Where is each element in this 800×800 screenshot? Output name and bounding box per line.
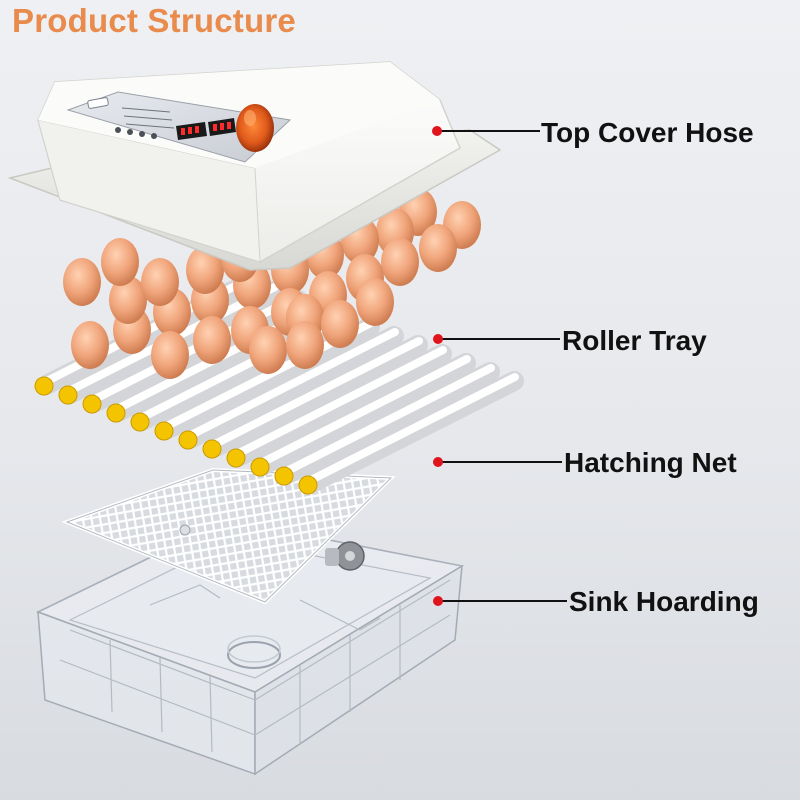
- hatching-net: [61, 467, 396, 605]
- roller-cap: [154, 421, 174, 441]
- roller: [250, 353, 476, 477]
- sink-hoarding-base: [35, 519, 465, 776]
- egg: [71, 321, 109, 369]
- egg: [321, 300, 359, 348]
- candling-egg-icon: [236, 104, 274, 152]
- page-title: Product Structure: [12, 2, 296, 39]
- roller-cap: [202, 439, 222, 459]
- egg: [193, 316, 231, 364]
- egg: [109, 276, 147, 324]
- label-hatching-net: Hatching Net: [564, 447, 737, 478]
- egg: [419, 224, 457, 272]
- roller-cap: [34, 376, 54, 396]
- roller-cap: [178, 430, 198, 450]
- egg: [286, 321, 324, 369]
- roller-cap: [130, 412, 150, 432]
- marker-roller-tray-dot: [433, 334, 443, 344]
- roller-cap: [106, 403, 126, 423]
- egg-group: [63, 188, 481, 379]
- marker-top-cover-dot: [432, 126, 442, 136]
- egg: [141, 258, 179, 306]
- egg: [249, 326, 287, 374]
- marker-hatching-net-dot: [433, 457, 443, 467]
- egg: [186, 246, 224, 294]
- roller-cap: [298, 475, 318, 495]
- roller-cap: [82, 394, 102, 414]
- egg: [101, 238, 139, 286]
- egg: [381, 238, 419, 286]
- egg: [63, 258, 101, 306]
- roller: [178, 326, 404, 450]
- roller-cap: [274, 466, 294, 486]
- label-sink-hoarding: Sink Hoarding: [569, 586, 759, 617]
- label-roller-tray: Roller Tray: [562, 325, 707, 356]
- roller-cap: [250, 457, 270, 477]
- marker-sink-hoarding-dot: [433, 596, 443, 606]
- egg: [356, 278, 394, 326]
- egg: [151, 331, 189, 379]
- roller-cap: [58, 385, 78, 405]
- roller: [202, 335, 428, 459]
- roller: [298, 371, 524, 495]
- roller-cap: [226, 448, 246, 468]
- roller: [274, 362, 500, 486]
- callout-markers: [437, 130, 567, 602]
- roller: [226, 344, 452, 468]
- top-cover: [7, 61, 502, 271]
- digital-display-icon: [176, 118, 236, 140]
- label-top-cover-hose: Top Cover Hose: [541, 117, 754, 148]
